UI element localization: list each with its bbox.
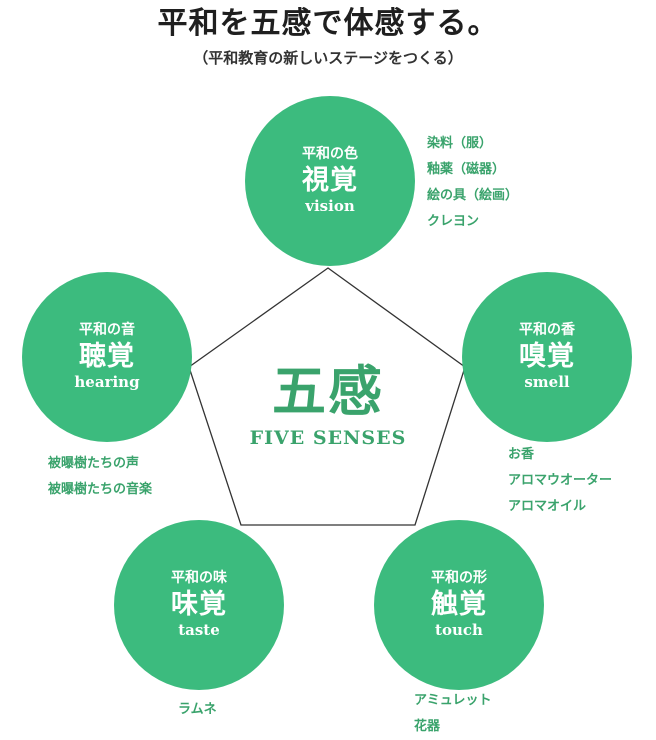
sense-name: 視覚 bbox=[302, 165, 358, 196]
list-item: ラムネ bbox=[178, 702, 217, 717]
sense-english: smell bbox=[524, 373, 570, 391]
center-english: FIVE SENSES bbox=[249, 427, 407, 449]
list-item: アロマウオーター bbox=[508, 473, 613, 488]
list-item: 釉薬（磁器） bbox=[427, 162, 506, 177]
page-subtitle: （平和教育の新しいステージをつくる） bbox=[193, 49, 463, 67]
sense-name: 聴覚 bbox=[79, 341, 135, 372]
sense-items-taste: ラムネ bbox=[178, 697, 217, 723]
sense-circle-smell: 平和の香 嗅覚 smell bbox=[462, 272, 632, 442]
center-label: 五感 FIVE SENSES bbox=[228, 360, 428, 450]
sense-subtitle: 平和の味 bbox=[171, 570, 227, 586]
sense-name: 味覚 bbox=[171, 589, 227, 620]
sense-english: touch bbox=[435, 621, 483, 639]
sense-circle-hearing: 平和の音 聴覚 hearing bbox=[22, 272, 192, 442]
sense-subtitle: 平和の香 bbox=[519, 322, 575, 338]
sense-subtitle: 平和の色 bbox=[302, 146, 358, 162]
pentagon-outline bbox=[188, 267, 466, 526]
list-item: 被曝樹たちの音楽 bbox=[48, 482, 153, 497]
sense-items-smell: お香 アロマウオーター アロマオイル bbox=[508, 442, 612, 520]
sense-items-vision: 染料（服） 釉薬（磁器） 絵の具（絵画） クレヨン bbox=[427, 131, 518, 235]
page-title: 平和を五感で体感する。 bbox=[157, 6, 499, 41]
list-item: アミュレット bbox=[414, 693, 492, 708]
list-item: 花器 bbox=[414, 719, 441, 734]
sense-english: vision bbox=[305, 197, 355, 215]
sense-circle-vision: 平和の色 視覚 vision bbox=[245, 96, 415, 266]
sense-subtitle: 平和の形 bbox=[431, 570, 487, 586]
list-item: 絵の具（絵画） bbox=[427, 188, 519, 203]
list-item: アロマオイル bbox=[508, 499, 587, 514]
sense-items-touch: アミュレット 花器 bbox=[414, 688, 491, 740]
sense-subtitle: 平和の音 bbox=[79, 322, 135, 338]
list-item: 染料（服） bbox=[427, 136, 493, 151]
sense-circle-taste: 平和の味 味覚 taste bbox=[114, 520, 284, 690]
sense-items-hearing: 被曝樹たちの声 被曝樹たちの音楽 bbox=[48, 451, 152, 503]
list-item: クレヨン bbox=[427, 214, 480, 229]
sense-english: taste bbox=[178, 621, 220, 639]
sense-name: 触覚 bbox=[431, 589, 487, 620]
sense-english: hearing bbox=[74, 373, 140, 391]
center-title: 五感 bbox=[272, 359, 384, 423]
sense-name: 嗅覚 bbox=[519, 341, 575, 372]
sense-circle-touch: 平和の形 触覚 touch bbox=[374, 520, 544, 690]
list-item: 被曝樹たちの声 bbox=[48, 456, 140, 471]
list-item: お香 bbox=[508, 447, 535, 462]
